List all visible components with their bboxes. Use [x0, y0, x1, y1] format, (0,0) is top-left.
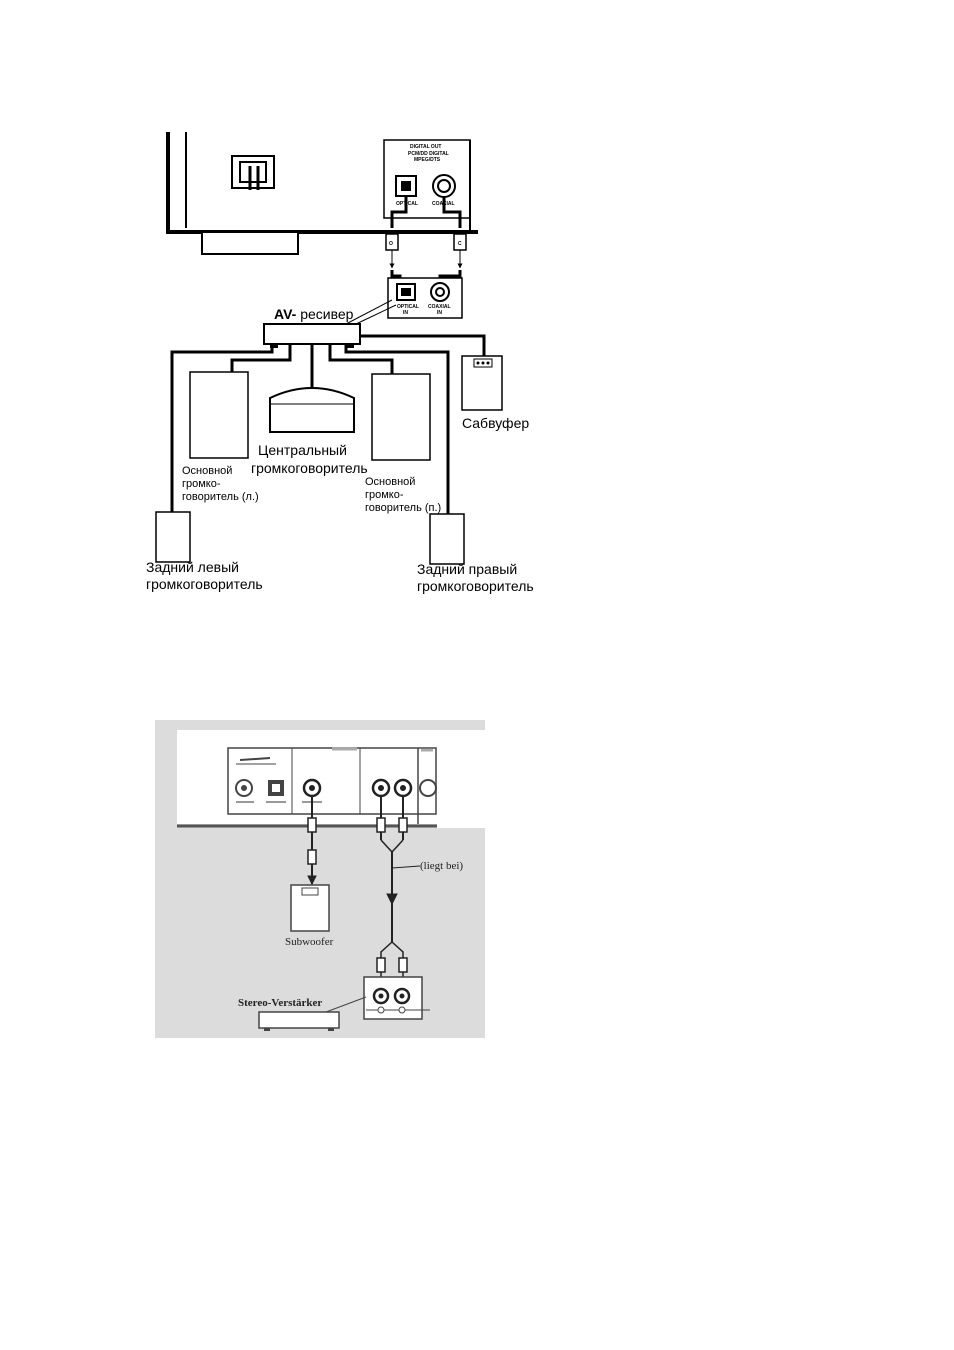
optical-plug-label: O: [389, 241, 393, 247]
diagram-stereo-setup: (liegt bei) Subwoofer Stereo-Verstärker: [155, 720, 485, 1038]
rear-left-label-1: Задний левый: [146, 559, 239, 575]
front-right-speaker: [372, 374, 430, 460]
diagram-surround-setup: DIGITAL OUT PCM/DD DIGITAL MPEG/DTS OPTI…: [146, 132, 534, 594]
front-left-label-1: Основной: [182, 465, 232, 477]
front-left-label-3: говоритель (л.): [182, 491, 259, 503]
coaxial-plug-label: C: [458, 241, 462, 247]
receiver-input-panel: OPTICAL IN COAXIAL IN: [388, 278, 462, 318]
digital-out-subtitle-2: MPEG/DTS: [414, 157, 441, 163]
digital-out-title: DIGITAL OUT: [410, 144, 441, 150]
av-receiver: AV- ресивер: [264, 300, 396, 348]
rear-right-label-1: Задний правый: [417, 561, 517, 577]
stereo-amp-label: Stereo-Verstärker: [238, 997, 322, 1009]
coaxial-in-label-2: IN: [437, 310, 442, 316]
center-speaker: [270, 388, 354, 432]
center-speaker-label-1: Центральный: [258, 442, 347, 458]
subwoofer-speaker: [462, 356, 502, 410]
front-left-speaker: [190, 372, 248, 458]
player-rear-panel: [177, 730, 485, 828]
rear-left-label-2: громкоговоритель: [146, 576, 263, 592]
front-right-label-1: Основной: [365, 476, 415, 488]
digital-out-panel: DIGITAL OUT PCM/DD DIGITAL MPEG/DTS OPTI…: [384, 140, 470, 232]
optical-in-label-2: IN: [403, 310, 408, 316]
subwoofer-label: Сабвуфер: [462, 415, 529, 431]
center-speaker-label-2: громкоговоритель: [251, 460, 368, 476]
amplifier-input-panel: [364, 977, 430, 1019]
front-left-label-2: громко-: [182, 478, 221, 490]
subwoofer-label-de: Subwoofer: [285, 936, 334, 948]
av-receiver-label: AV- ресивер: [274, 306, 354, 322]
front-right-label-3: говоритель (п.): [365, 502, 441, 514]
cable-included-note: (liegt bei): [420, 860, 463, 872]
front-right-label-2: громко-: [365, 489, 404, 501]
rear-left-speaker: [156, 512, 190, 562]
rear-right-label-2: громкоговоритель: [417, 578, 534, 594]
subwoofer-box: [291, 885, 329, 931]
rear-right-speaker: [430, 514, 464, 564]
